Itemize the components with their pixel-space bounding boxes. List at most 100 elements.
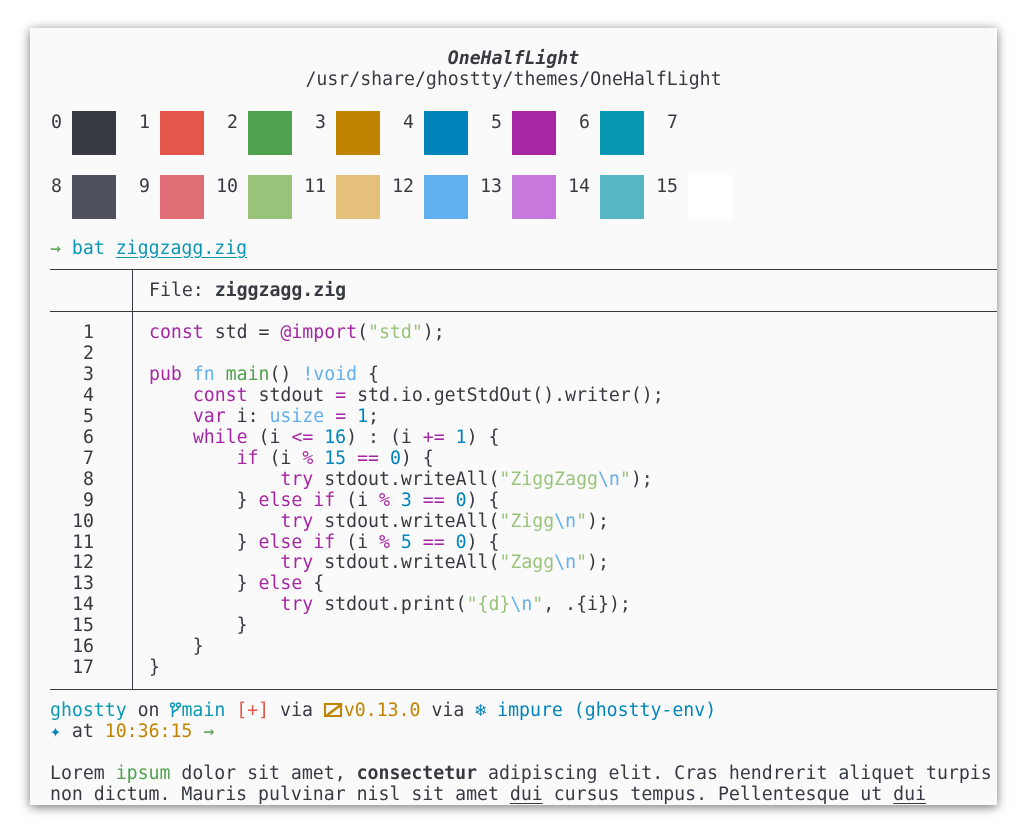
palette-swatch	[424, 111, 468, 155]
code-token: ) {	[400, 447, 434, 469]
text: dui	[509, 784, 543, 805]
palette-swatch	[688, 111, 732, 155]
terminal-window[interactable]: OneHalfLight /usr/share/ghostty/themes/O…	[30, 28, 997, 805]
line-number: 12	[72, 552, 94, 574]
line-number: 17	[72, 657, 94, 679]
code-line: } else if (i % 3 == 0) {	[149, 489, 500, 511]
code-line: }	[149, 636, 204, 657]
code-token: "	[619, 468, 631, 490]
code-token	[412, 532, 423, 553]
code-token	[149, 511, 280, 532]
zig-version: v0.13.0	[343, 700, 421, 721]
star-icon: ✦	[50, 721, 61, 742]
file-label: File:	[149, 280, 215, 301]
palette-index: 15	[656, 176, 678, 197]
code-token: if	[313, 489, 336, 511]
code-token	[302, 490, 313, 511]
bat-gutter-divider	[132, 269, 133, 689]
code-token	[302, 532, 313, 553]
file-argument-link[interactable]: ziggzagg.zig	[115, 238, 248, 259]
palette-index: 1	[139, 112, 150, 133]
code-token	[313, 448, 324, 469]
palette-swatch	[424, 175, 468, 219]
palette-index: 14	[568, 176, 590, 197]
palette-index: 9	[139, 176, 150, 197]
code-token	[149, 552, 280, 573]
git-branch-icon	[170, 700, 182, 721]
code-token: );	[630, 468, 653, 490]
palette-swatch	[336, 175, 380, 219]
code-line: try stdout.writeAll("ZiggZagg\n");	[149, 468, 653, 490]
code-token: ==	[357, 447, 379, 469]
code-token: <=	[291, 426, 314, 448]
line-number: 2	[83, 342, 94, 364]
code-line: } else if (i % 5 == 0) {	[149, 531, 500, 553]
bat-bottom-border	[50, 689, 997, 690]
line-number: 8	[83, 468, 94, 490]
code-token: std =	[203, 322, 281, 343]
code-token: stdout.writeAll(	[313, 468, 500, 490]
code-token: {	[302, 573, 325, 595]
code-token	[390, 532, 401, 553]
code-token: }	[149, 657, 160, 679]
code-line: const std = @import("std");	[149, 322, 445, 343]
code-token: 0	[455, 489, 467, 511]
code-token: pub	[149, 363, 182, 385]
code-token: @import	[280, 322, 358, 343]
theme-path: /usr/share/ghostty/themes/OneHalfLight	[305, 69, 722, 90]
palette-index: 7	[667, 112, 678, 133]
code-token: ;	[368, 405, 379, 427]
code-token: \n	[597, 468, 620, 490]
code-token: stdout	[247, 384, 336, 406]
nix-snowflake-icon: ❄	[475, 700, 487, 721]
palette-index: 6	[579, 112, 590, 133]
text: ipsum	[115, 763, 171, 784]
code-token: ) {	[466, 426, 500, 448]
palette-index: 11	[304, 176, 326, 197]
text: dolor sit amet,	[170, 763, 357, 784]
theme-name: OneHalfLight	[447, 48, 580, 69]
code-token: "Zigg	[499, 510, 555, 532]
code-token	[149, 385, 193, 406]
code-token: (i	[247, 426, 292, 448]
prompt-arrow: →	[50, 238, 61, 259]
code-token: usize	[269, 405, 325, 427]
code-token: "	[532, 594, 544, 616]
palette-index: 5	[491, 112, 502, 133]
code-token: (i	[258, 447, 303, 469]
code-token: else	[258, 531, 303, 553]
code-token: try	[280, 552, 314, 574]
code-token	[149, 406, 193, 427]
code-token: ) {	[466, 489, 500, 511]
line-number: 10	[72, 510, 94, 532]
code-token	[149, 427, 193, 448]
line-number: 3	[83, 363, 94, 385]
code-token: "{d}	[466, 594, 511, 616]
lorem-line-2: non dictum. Mauris pulvinar nisl sit ame…	[50, 784, 926, 805]
code-token: 0	[389, 447, 401, 469]
line-number: 13	[72, 573, 94, 595]
prompt-via: via	[420, 700, 476, 721]
code-line: if (i % 15 == 0) {	[149, 448, 434, 469]
palette-swatch	[600, 175, 644, 219]
code-line: }	[149, 657, 160, 678]
palette-swatch	[160, 175, 204, 219]
code-token	[346, 406, 357, 427]
code-token: stdout.print(	[313, 594, 467, 616]
code-token	[412, 490, 423, 511]
code-line: const stdout = std.io.getStdOut().writer…	[149, 385, 664, 406]
code-token	[313, 427, 324, 448]
text: Lorem	[50, 763, 116, 784]
code-token	[149, 448, 237, 469]
palette-swatch	[72, 175, 116, 219]
bat-file-header: File: ziggzagg.zig	[149, 280, 346, 301]
code-token: +=	[422, 426, 445, 448]
prompt-time: 10:36:15	[104, 721, 193, 742]
line-number: 5	[83, 405, 94, 427]
code-token: );	[422, 322, 445, 343]
code-token: try	[280, 468, 314, 490]
line-number: 11	[72, 531, 94, 553]
code-token: stdout.writeAll(	[313, 552, 500, 574]
code-token: \n	[554, 510, 577, 532]
git-status: [+]	[236, 700, 270, 721]
